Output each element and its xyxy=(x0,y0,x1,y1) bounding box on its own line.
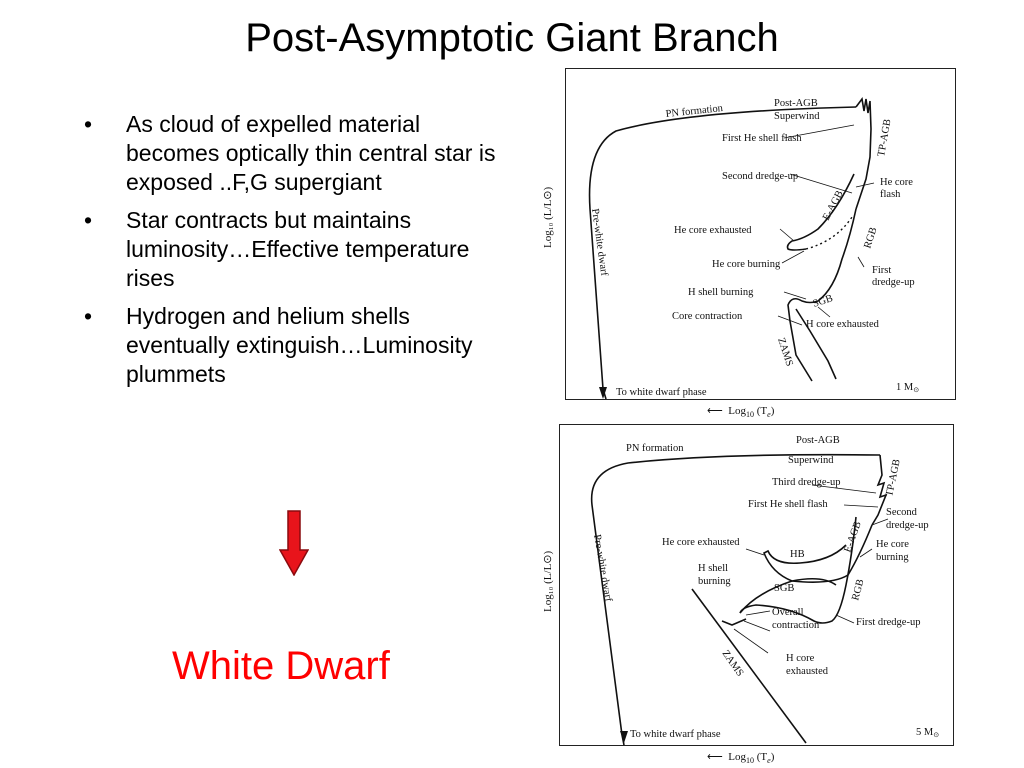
zams-track xyxy=(691,588,807,744)
label-he-core-flash-2: flash xyxy=(880,189,901,200)
x-label-t: (T xyxy=(754,405,768,417)
hr-track-1m-svg: PN formation Post-AGB Superwind TP-AGB F… xyxy=(588,97,919,399)
label-he-core-exhausted: He core exhausted xyxy=(662,537,740,548)
label-pn-formation: PN formation xyxy=(626,443,684,454)
label-second-dredge: Second xyxy=(886,507,918,518)
x-label-end: ) xyxy=(770,751,775,763)
sgb-track xyxy=(739,577,837,614)
pre-white-dwarf-track xyxy=(588,106,857,399)
tp-agb-track xyxy=(871,454,888,526)
label-rgb: RGB xyxy=(850,578,866,602)
hr-diagram-1-solar-mass: PN formation Post-AGB Superwind TP-AGB F… xyxy=(565,68,956,400)
bullet-text: Hydrogen and helium shells eventually ex… xyxy=(126,303,473,387)
x-label-sub: 10 xyxy=(746,756,755,766)
label-zams: ZAMS xyxy=(775,337,795,368)
label-first-he-flash: First He shell flash xyxy=(722,133,802,144)
bullet-marker: • xyxy=(84,207,93,233)
bullet-marker: • xyxy=(84,111,93,137)
x-label-esub: e xyxy=(767,756,771,766)
hr-diagram-5-solar-mass: PN formation Post-AGB Superwind Third dr… xyxy=(559,424,954,746)
label-to-white-dwarf: To white dwarf phase xyxy=(630,729,721,740)
label-overall: Overall xyxy=(772,607,804,618)
mass-sun-symbol: ⊙ xyxy=(913,386,919,394)
label-h-core: H core xyxy=(786,653,815,664)
label-post-agb: Post-AGB xyxy=(796,435,840,446)
label-mass: 5 M⊙ xyxy=(916,727,939,739)
label-second-dredge: Second dredge-up xyxy=(722,171,798,182)
zams-track xyxy=(795,308,837,380)
x-axis-label-1: ⟵ Log10 (Te) xyxy=(707,404,774,419)
bullet-item: • Hydrogen and helium shells eventually e… xyxy=(84,302,514,389)
e-agb-track xyxy=(762,524,873,583)
bullet-text: Star contracts but maintains luminosity…… xyxy=(126,207,470,291)
label-tp-agb: TP-AGB xyxy=(884,458,903,497)
label-h-shell: H shell xyxy=(698,563,728,574)
label-superwind: Superwind xyxy=(788,455,834,466)
label-h-core-exhausted: H core exhausted xyxy=(806,319,880,330)
e-agb-track xyxy=(786,173,855,251)
y-axis-label-1: Log₁₀ (L/L⊙) xyxy=(542,186,554,248)
x-axis-label-2: ⟵ Log10 (Te) xyxy=(707,750,774,765)
label-first-dredge: First xyxy=(872,265,891,276)
label-h-shell-burning: H shell burning xyxy=(688,287,754,298)
bullet-text: As cloud of expelled material becomes op… xyxy=(126,111,496,195)
white-dwarf-label: White Dwarf xyxy=(172,644,390,688)
label-post-agb: Post-AGB xyxy=(774,98,818,109)
label-he-core-burning: He core xyxy=(876,539,909,550)
label-overall-2: contraction xyxy=(772,620,820,631)
hr-track-5m-svg: PN formation Post-AGB Superwind Third dr… xyxy=(590,435,939,745)
label-superwind: Superwind xyxy=(774,111,820,122)
label-core-contraction: Core contraction xyxy=(672,311,743,322)
label-h-core-2: exhausted xyxy=(786,666,829,677)
y-axis-label-2: Log₁₀ (L/L⊙) xyxy=(542,550,554,612)
x-axis-arrow-icon: ⟵ xyxy=(707,751,729,763)
label-second-dredge-2: dredge-up xyxy=(886,520,929,531)
rgb-track xyxy=(787,208,857,382)
x-label-esub: e xyxy=(767,410,771,420)
label-he-core-burning: He core burning xyxy=(712,259,781,270)
bullet-list: • As cloud of expelled material becomes o… xyxy=(84,110,514,398)
label-he-core-exhausted: He core exhausted xyxy=(674,225,752,236)
label-e-agb: E-AGB xyxy=(842,520,863,554)
bullet-item: • Star contracts but maintains luminosity… xyxy=(84,206,514,293)
x-label-t: (T xyxy=(754,751,768,763)
x-label-log: Log xyxy=(728,405,747,417)
label-first-dredge-2: dredge-up xyxy=(872,277,915,288)
x-axis-arrow-icon: ⟵ xyxy=(707,405,729,417)
mass-value: 1 M xyxy=(896,382,914,393)
mass-value: 5 M xyxy=(916,727,934,738)
label-first-dredge: First dredge-up xyxy=(856,617,920,628)
label-he-core-burning-2: burning xyxy=(876,552,909,563)
label-third-dredge: Third dredge-up xyxy=(772,477,841,488)
label-e-agb: E-AGB xyxy=(821,189,846,223)
slide-title: Post-Asymptotic Giant Branch xyxy=(245,16,779,60)
tp-agb-track xyxy=(855,97,872,210)
track-arrowhead xyxy=(620,731,628,743)
label-he-core-flash: He core xyxy=(880,177,913,188)
label-zams: ZAMS xyxy=(720,648,746,678)
label-mass: 1 M⊙ xyxy=(896,382,919,394)
label-to-white-dwarf: To white dwarf phase xyxy=(616,387,707,398)
label-sgb: SGB xyxy=(774,583,794,594)
x-label-log: Log xyxy=(728,751,747,763)
bullet-item: • As cloud of expelled material becomes o… xyxy=(84,110,514,197)
bullet-marker: • xyxy=(84,303,93,329)
label-h-shell-2: burning xyxy=(698,576,731,587)
x-label-sub: 10 xyxy=(746,410,755,420)
down-arrow-icon xyxy=(279,510,309,576)
rgb-track xyxy=(739,516,857,624)
label-pre-white-dwarf: Pre-white dwarf xyxy=(591,534,614,603)
label-tp-agb: TP-AGB xyxy=(876,118,893,157)
label-sgb: SGB xyxy=(812,293,835,310)
pre-white-dwarf-track xyxy=(590,453,881,745)
track-arrowhead xyxy=(599,387,607,399)
x-label-end: ) xyxy=(770,405,775,417)
label-first-he-flash: First He shell flash xyxy=(748,499,828,510)
mass-sun-symbol: ⊙ xyxy=(933,731,939,739)
label-rgb: RGB xyxy=(862,226,879,250)
label-hb: HB xyxy=(790,549,805,560)
overall-contraction-track xyxy=(721,618,747,626)
